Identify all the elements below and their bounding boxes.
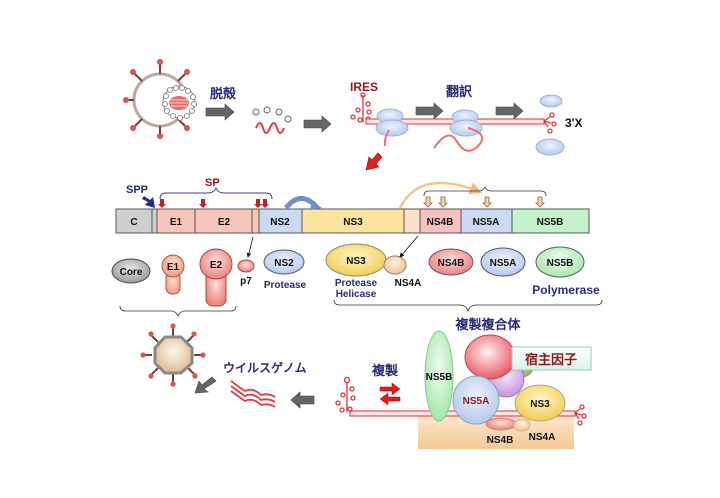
ns4a-label: NS4A [395,278,422,289]
protein-ns4a [383,255,407,275]
sp-label: SP [205,177,220,189]
svg-text:NS3: NS3 [346,256,366,267]
complex-ns5b [424,330,454,422]
assembled-virion-icon [140,323,206,387]
svg-text:E1: E1 [167,262,180,273]
svg-text:NS4B: NS4B [487,435,514,446]
three-x-label: 3'X [565,116,583,130]
replication-complex-label: 複製複合体 [454,317,521,333]
free-ribosome-small [539,94,563,108]
replication-arrow-right [379,382,401,396]
ns-brace [423,186,547,197]
segment-ns5a: NS5A [473,217,500,228]
svg-text:NS5B: NS5B [547,258,574,269]
structural-brace [119,305,237,318]
host-factor-box [511,346,592,371]
arrow-to-polyprotein [365,152,383,171]
virion-icon [123,59,197,139]
arrow-genome-release [290,391,315,409]
arrow-uncoating [205,103,235,121]
spp-label: SPP [126,184,148,196]
viral-genome-label: ウイルスゲノム [223,360,307,375]
segment-e2: E2 [218,217,231,228]
spp-arrow-icon [142,196,155,208]
complex-ns4b [485,417,517,431]
arrow-assembly [194,376,217,394]
protein-ns5a [480,247,526,277]
svg-text:NS4B: NS4B [438,258,465,269]
complex-host-red [464,334,516,380]
ribosome-1 [375,108,409,137]
nonstructural-brace [333,299,603,313]
ns2-function-label: Protease [264,280,307,291]
arrow-to-translation [303,115,332,133]
protein-e2 [199,248,233,307]
svg-text:NS5A: NS5A [490,258,517,269]
sp-brace [159,186,273,200]
replication-ires-icon [335,376,356,413]
complex-three-x-icon [574,404,587,426]
protein-p7 [237,259,255,273]
replication-label: 複製 [371,363,398,379]
protein-e1 [161,254,185,295]
segment-c: C [130,217,137,228]
complex-ns4a [513,418,531,432]
uncoating-label: 脱殻 [210,86,237,102]
ns3-function-protease: Protease [335,278,378,289]
p7-label: p7 [240,276,252,287]
ns3-function-helicase: Helicase [336,289,377,300]
arrow-translation-1 [415,102,444,120]
svg-text:NS4A: NS4A [529,432,556,443]
segment-ns2: NS2 [270,217,290,228]
ns5b-function-label: Polymerase [532,283,600,297]
sp-cleavage-arrows [158,199,269,208]
complex-ns5a [452,375,500,425]
svg-text:E2: E2 [210,260,223,271]
svg-text:NS5A: NS5A [463,396,490,407]
segment-e1: E1 [170,217,183,228]
segment-ns4b: NS4B [427,217,454,228]
ns3-cleavage-arrows [423,196,545,208]
viral-genome-icon [230,380,276,408]
replication-arrow-left [379,392,401,406]
svg-text:NS5B: NS5B [426,372,453,383]
svg-text:NS2: NS2 [274,258,294,269]
ribosome-2 [449,109,483,137]
polyprotein-bar [115,208,590,234]
ires-structure-icon [350,92,372,123]
host-factor-label: 宿主因子 [525,352,577,368]
released-rna-icon [252,106,292,134]
svg-text:NS3: NS3 [530,399,550,410]
protein-ns5b [535,246,585,278]
protein-core [111,258,151,284]
svg-text:Core: Core [120,267,143,278]
segment-ns5b: NS5B [537,217,564,228]
arrow-translation-2 [495,102,524,120]
segment-ns3: NS3 [343,217,363,228]
complex-ns3 [514,384,566,422]
three-x-structure-icon [543,112,557,134]
free-ribosome-large [535,138,565,156]
ns3-protease-arc [398,181,483,209]
protein-ns2 [263,249,305,275]
translation-label: 翻訳 [446,84,473,100]
protein-ns4b [428,248,474,276]
ires-label: IRES [350,80,378,94]
